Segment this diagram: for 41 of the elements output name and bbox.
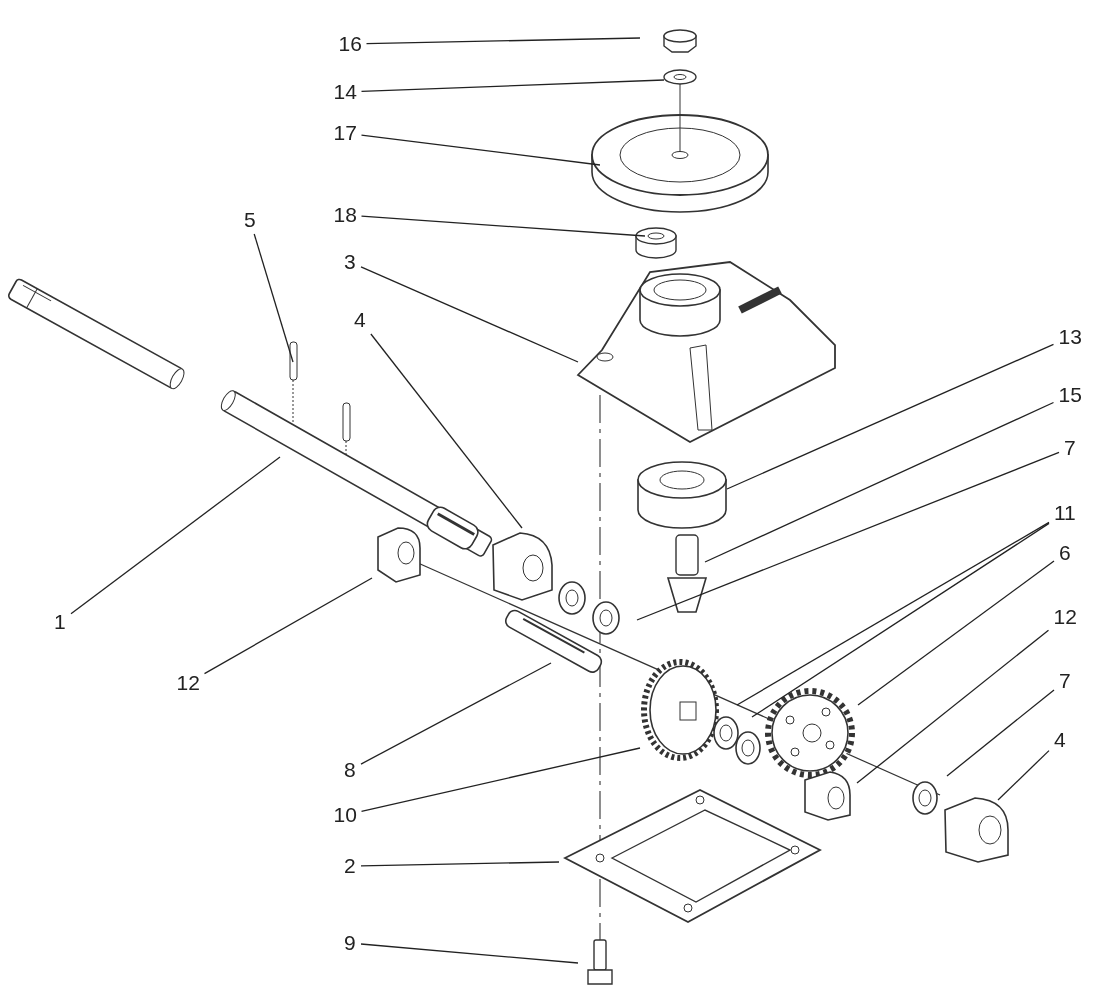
leader-line [253,233,294,363]
callout-number: 17 [333,121,357,145]
callout-number: 7 [1064,436,1076,460]
leader-line [997,749,1050,801]
callout-number: 6 [1059,541,1071,565]
callout-number: 15 [1058,383,1082,407]
leader-line [360,943,579,964]
leader-line [360,662,552,765]
leader-line [70,456,281,615]
callout-number: 12 [176,671,200,695]
callout-number: 10 [333,803,357,827]
callout-number: 12 [1053,605,1077,629]
callout-number: 8 [344,758,356,782]
callout-number: 11 [1054,501,1076,525]
leader-line [370,333,523,529]
leader-line [360,266,579,363]
callout-number: 9 [344,931,356,955]
callout-number: 18 [333,203,357,227]
leader-line [704,401,1055,563]
callout-number: 1 [54,610,66,634]
callout-number: 3 [344,250,356,274]
leader-line [360,134,601,166]
callout-number: 2 [344,854,356,878]
leader-line [726,343,1055,490]
callout-number: 4 [1054,728,1066,752]
leader-line [360,747,641,812]
leader-line [946,689,1055,777]
callout-number: 7 [1059,669,1071,693]
callout-number: 16 [338,32,362,56]
leader-line [203,577,373,675]
leader-line [857,560,1055,706]
callout-number: 4 [354,308,366,332]
leader-line [360,215,646,237]
leader-line [636,451,1060,621]
callout-number: 14 [333,80,357,104]
leader-line [856,629,1050,784]
leader-line [365,37,641,45]
leader-line [360,861,560,867]
callout-number: 5 [244,208,256,232]
leader-line [360,79,665,93]
callout-number: 13 [1058,325,1082,349]
